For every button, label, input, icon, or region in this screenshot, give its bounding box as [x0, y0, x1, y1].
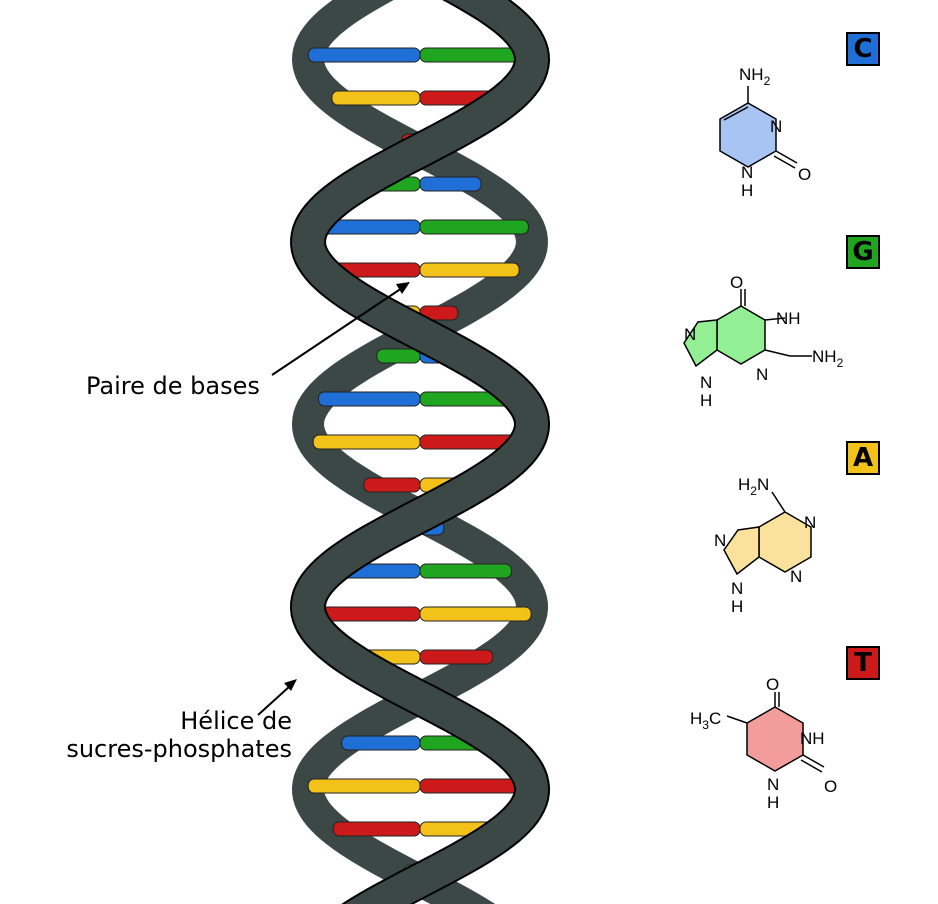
- badge-a: A: [846, 441, 880, 475]
- guanine-structure: O NH NH2 N N N H: [683, 273, 844, 410]
- guanine-h-label: H: [700, 391, 712, 410]
- base-pair-right-half: [419, 649, 494, 665]
- adenine-nh-label: N: [731, 579, 743, 598]
- front-strand: [289, 0, 551, 904]
- cytosine-o-label: O: [798, 165, 811, 184]
- thymine-nh-label: NH: [800, 729, 825, 748]
- base-pair-right-half: [419, 262, 520, 278]
- adenine-h-label: H: [731, 597, 743, 616]
- thymine-ring: [746, 706, 804, 772]
- adenine-n-label: N: [804, 513, 816, 532]
- guanine-nh-ring-label: N: [700, 373, 712, 392]
- thymine-o-label-2: O: [824, 777, 837, 796]
- base-pair-left-half: [331, 90, 421, 106]
- arrow-base-pair: [271, 282, 410, 376]
- thymine-o-label: O: [766, 675, 779, 694]
- back-sugar-phosphate-strand: [291, 0, 549, 904]
- guanine-nh-label: NH: [776, 309, 801, 328]
- cytosine-n-label-2: N: [741, 163, 753, 182]
- base-pair-right-half: [419, 176, 482, 192]
- badge-g: G: [846, 235, 880, 269]
- badge-t: T: [846, 646, 880, 680]
- front-sugar-phosphate-strand: [291, 0, 549, 904]
- thymine-n-label: N: [767, 775, 779, 794]
- base-pair-left-half: [312, 434, 421, 450]
- base-pair-left-half: [376, 348, 421, 364]
- guanine-nh2-label: NH2: [812, 347, 844, 370]
- back-strand: [291, 0, 549, 904]
- base-pair-left-half: [307, 778, 421, 794]
- base-pair-label: Paire de bases: [86, 372, 260, 400]
- thymine-h3c-label: H3C: [690, 709, 721, 732]
- base-pair-right-half: [419, 606, 532, 622]
- base-pair-left-half: [318, 391, 421, 407]
- base-pair-left-half: [332, 821, 421, 837]
- badge-c: C: [846, 32, 880, 66]
- backbone-label-line2: sucres-phosphates: [66, 734, 292, 763]
- base-pair-right-half: [419, 563, 512, 579]
- base-pair-left-half: [363, 477, 421, 493]
- adenine-imidazole-ring: [723, 526, 760, 576]
- backbone-label: Hélice de sucres-phosphates: [40, 707, 292, 763]
- guanine-n-label-2: N: [684, 325, 696, 344]
- guanine-imidazole-ring: [683, 319, 718, 368]
- thymine-structure: O H3C NH O N H: [690, 675, 837, 812]
- base-pair-left-half: [341, 735, 421, 751]
- cytosine-nh2-label: NH2: [739, 65, 771, 88]
- cytosine-n-label: N: [770, 117, 782, 136]
- guanine-o-label: O: [730, 273, 743, 292]
- cytosine-structure: NH2 N N H O: [719, 65, 811, 200]
- base-pair-left-half: [307, 47, 421, 63]
- adenine-n-label-3: N: [714, 531, 726, 550]
- cytosine-ring: [719, 102, 777, 168]
- arrow-backbone: [257, 679, 297, 716]
- adenine-n-label-2: N: [790, 567, 802, 586]
- cytosine-h-label: H: [741, 181, 753, 200]
- guanine-n-label: N: [756, 365, 768, 384]
- adenine-h2n-label: H2N: [738, 475, 769, 498]
- backbone-label-line1: Hélice de: [180, 707, 292, 735]
- adenine-structure: H2N N N N N H: [714, 475, 816, 616]
- thymine-h-label: H: [767, 793, 779, 812]
- base-pair-right-half: [419, 219, 529, 235]
- guanine-ring: [716, 305, 766, 365]
